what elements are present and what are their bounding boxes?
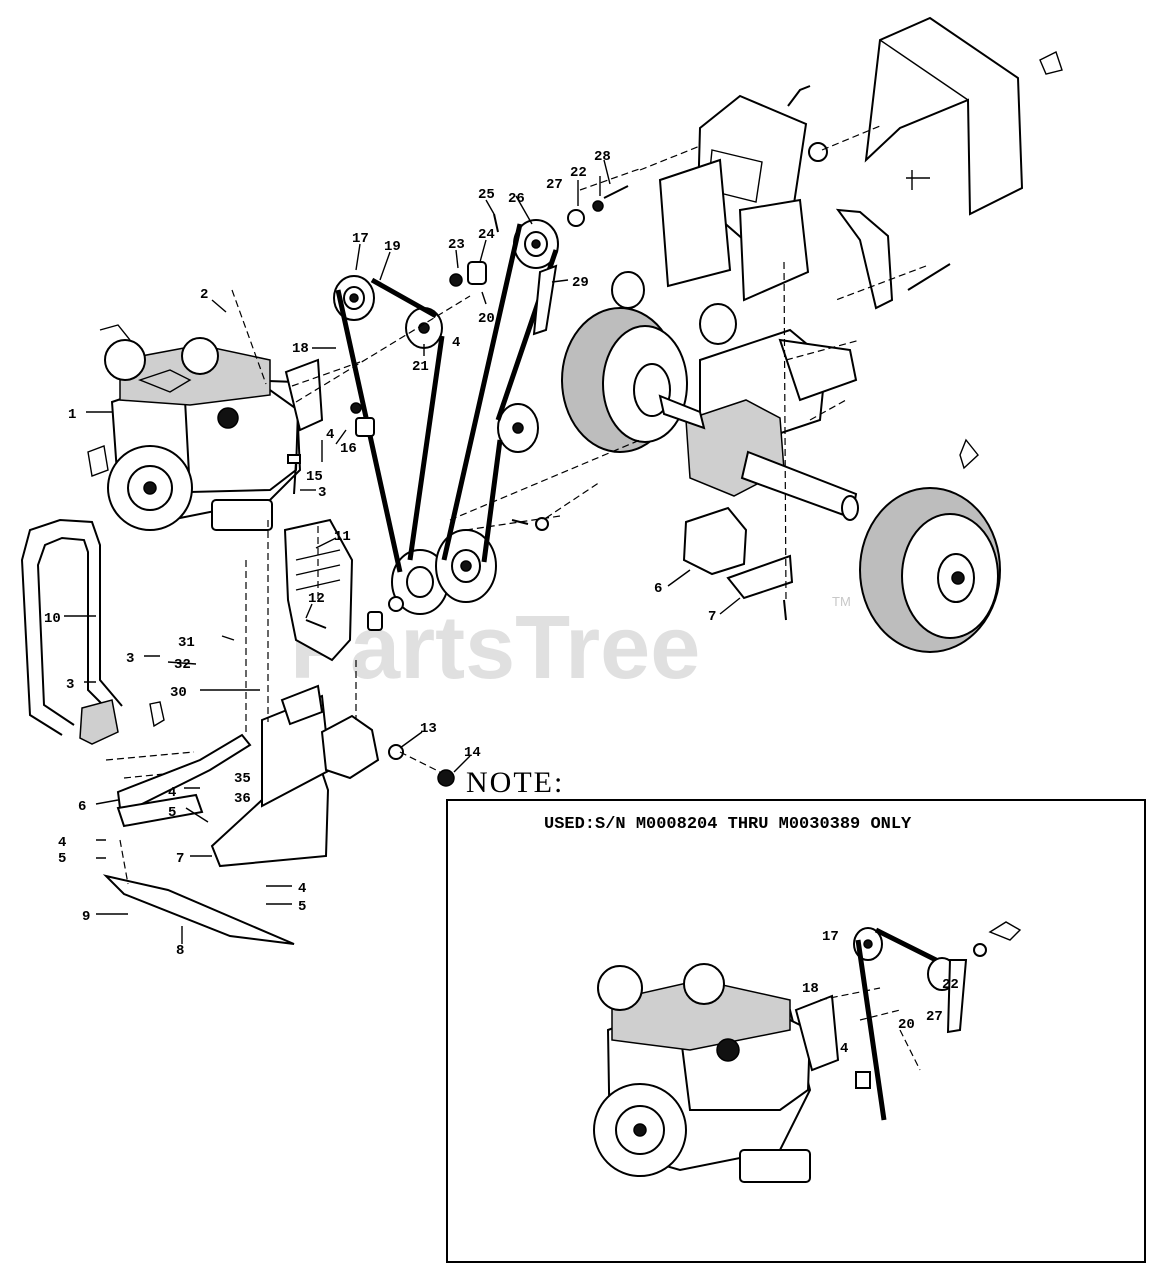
note-callout-4: 4: [840, 1041, 848, 1057]
left-wheel: [561, 307, 706, 453]
callout-5: 5: [168, 805, 176, 821]
note-box: [446, 799, 1146, 1263]
callout-21: 21: [412, 359, 429, 375]
callout-7: 7: [176, 851, 184, 867]
callout-15: 15: [306, 469, 323, 485]
callout-4: 4: [58, 835, 66, 851]
callout-14: 14: [464, 745, 481, 761]
transmission-housing: [685, 328, 859, 521]
callout-4: 4: [326, 427, 334, 443]
callout-4: 4: [452, 335, 460, 351]
callout-9: 9: [82, 909, 90, 925]
callout-5: 5: [298, 899, 306, 915]
rear-bracket: [280, 684, 380, 780]
callout-36: 36: [234, 791, 251, 807]
callout-22: 22: [570, 165, 587, 181]
callout-35: 35: [234, 771, 251, 787]
callout-4: 4: [168, 785, 176, 801]
note-callout-17: 17: [822, 929, 839, 945]
drive-belt-19: [335, 223, 559, 573]
note-callouts: 17 18 20 27 22 4: [802, 929, 959, 1057]
callout-16: 16: [340, 441, 357, 457]
callout-12: 12: [308, 591, 325, 607]
skid-plate-8: [102, 874, 295, 945]
upper-pulley-26: [513, 219, 559, 269]
callout-23: 23: [448, 237, 465, 253]
callout-18: 18: [292, 341, 309, 357]
callout-20: 20: [478, 311, 495, 327]
callout-8: 8: [176, 943, 184, 959]
note-callout-27: 27: [926, 1009, 943, 1025]
assembly-lines: [105, 125, 927, 885]
axle-brackets: [682, 506, 794, 621]
callout-6: 6: [78, 799, 86, 815]
callout-29: 29: [572, 275, 589, 291]
callout-24: 24: [478, 227, 495, 243]
base-plate-6: [116, 733, 252, 828]
callout-3: 3: [66, 677, 74, 693]
note-callout-18: 18: [802, 981, 819, 997]
callout-17: 17: [352, 231, 369, 247]
callout-19: 19: [384, 239, 401, 255]
right-wheel: [859, 438, 1001, 653]
leader-lines: [64, 159, 741, 944]
base-plate-7: [210, 694, 332, 868]
callout-27: 27: [546, 177, 563, 193]
note-engine-assembly: [593, 921, 1022, 1183]
callout-6: 6: [654, 581, 662, 597]
handle-bar: [20, 518, 165, 745]
note-callout-22: 22: [942, 977, 959, 993]
middle-pulley: [497, 403, 539, 453]
air-filter-icon: [137, 369, 192, 393]
control-box: [611, 85, 828, 345]
watermark-brand: PartsTree: [290, 598, 700, 698]
hardware-small: [287, 185, 629, 787]
note-heading: NOTE:: [466, 766, 564, 799]
callout-11: 11: [334, 529, 351, 545]
callout-25: 25: [478, 187, 495, 203]
callout-7: 7: [708, 609, 716, 625]
callout-4: 4: [298, 881, 306, 897]
watermark-trademark: TM: [832, 594, 851, 609]
callout-30: 30: [170, 685, 187, 701]
callout-31: 31: [178, 635, 195, 651]
lever-spring: [835, 170, 951, 310]
callout-13: 13: [420, 721, 437, 737]
callout-10: 10: [44, 611, 61, 627]
callout-28: 28: [594, 149, 611, 165]
callout-2: 2: [200, 287, 208, 303]
callout-3: 3: [318, 485, 326, 501]
engine: [87, 324, 324, 531]
callout-labels: 1 2 3 3 3 4 4 4 4 4 5 5 5 6 6 7 7 8 9 10…: [44, 149, 716, 959]
note-used-serial: USED:S/N M0008204 THRU M0030389 ONLY: [544, 815, 912, 834]
callout-3: 3: [126, 651, 134, 667]
callout-1: 1: [68, 407, 76, 423]
callout-5: 5: [58, 851, 66, 867]
callout-32: 32: [174, 657, 191, 673]
belt-cover: [864, 16, 1063, 216]
lower-double-pulley: [391, 529, 497, 615]
belt-guide-29: [532, 264, 558, 336]
note-callout-20: 20: [898, 1017, 915, 1033]
callout-26: 26: [508, 191, 525, 207]
